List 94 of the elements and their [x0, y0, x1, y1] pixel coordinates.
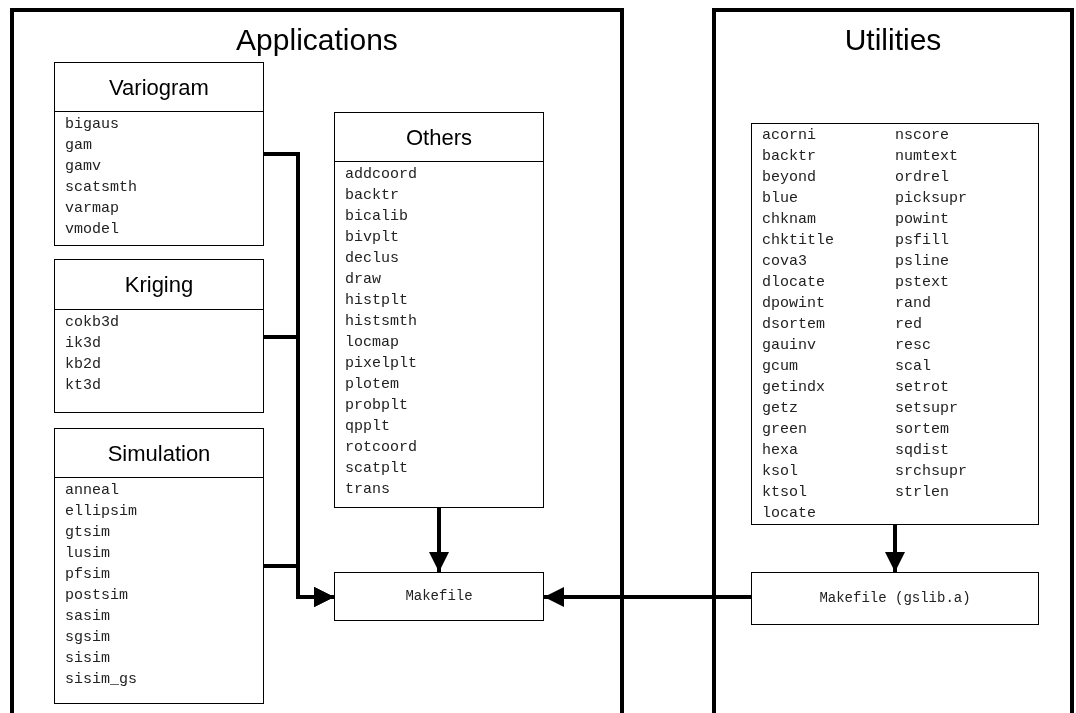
routine-name: resc [895, 336, 931, 356]
program-name: sgsim [65, 628, 110, 648]
program-name: varmap [65, 199, 119, 219]
program-name: pixelplt [345, 354, 417, 374]
program-name: cokb3d [65, 313, 119, 333]
module-box [54, 62, 264, 246]
panel-title: Utilities [844, 22, 942, 58]
routine-name: green [762, 420, 807, 440]
program-name: histplt [345, 291, 408, 311]
routine-name: picksupr [895, 189, 967, 209]
program-name: gamv [65, 157, 101, 177]
program-name: backtr [345, 186, 399, 206]
makefile-label: Makefile [405, 587, 473, 606]
routine-name: dlocate [762, 273, 825, 293]
module-box [54, 259, 264, 413]
program-name: bivplt [345, 228, 399, 248]
routine-name: psfill [895, 231, 949, 251]
program-name: qpplt [345, 417, 390, 437]
routine-name: acorni [762, 126, 816, 146]
program-name: plotem [345, 375, 399, 395]
program-name: kt3d [65, 376, 101, 396]
routine-name: locate [762, 504, 816, 524]
arrow [544, 587, 751, 607]
program-name: bigaus [65, 115, 119, 135]
routine-name: cova3 [762, 252, 807, 272]
routine-name: dpowint [762, 294, 825, 314]
routine-name: sortem [895, 420, 949, 440]
program-name: rotcoord [345, 438, 417, 458]
makefile-box [751, 572, 1039, 625]
routine-name: hexa [762, 441, 798, 461]
module-box [334, 112, 544, 508]
program-name: sisim_gs [65, 670, 137, 690]
routine-name: scal [895, 357, 931, 377]
program-name: ellipsim [65, 502, 137, 522]
program-name: trans [345, 480, 390, 500]
program-name: histsmth [345, 312, 417, 332]
program-name: sasim [65, 607, 110, 627]
program-name: declus [345, 249, 399, 269]
makefile-label: Makefile (gslib.a) [819, 589, 971, 608]
routine-name: pstext [895, 273, 949, 293]
routine-name: gcum [762, 357, 798, 377]
routine-name: sqdist [895, 441, 949, 461]
routine-name: dsortem [762, 315, 825, 335]
program-name: postsim [65, 586, 128, 606]
program-name: lusim [65, 544, 110, 564]
program-name: locmap [345, 333, 399, 353]
program-name: scatsmth [65, 178, 137, 198]
routine-name: ksol [762, 462, 798, 482]
utility-list-box [751, 123, 1039, 525]
program-name: scatplt [345, 459, 408, 479]
program-name: ik3d [65, 334, 101, 354]
routine-name: srchsupr [895, 462, 967, 482]
module-box [54, 428, 264, 704]
program-name: anneal [65, 481, 119, 501]
program-name: pfsim [65, 565, 110, 585]
routine-name: chknam [762, 210, 816, 230]
routine-name: nscore [895, 126, 949, 146]
program-name: addcoord [345, 165, 417, 185]
arrow [429, 508, 449, 572]
routine-name: setsupr [895, 399, 958, 419]
program-name: probplt [345, 396, 408, 416]
routine-name: beyond [762, 168, 816, 188]
routine-name: getz [762, 399, 798, 419]
program-name: draw [345, 270, 381, 290]
arrow [885, 525, 905, 572]
routine-name: ordrel [895, 168, 949, 188]
routine-name: getindx [762, 378, 825, 398]
box-heading: Kriging [124, 271, 194, 299]
program-name: gam [65, 136, 92, 156]
box-heading: Variogram [109, 73, 209, 102]
panel-title: Applications [236, 22, 398, 58]
routine-name: strlen [895, 483, 949, 503]
routine-name: backtr [762, 147, 816, 167]
routine-name: ktsol [762, 483, 807, 503]
program-name: kb2d [65, 355, 101, 375]
routine-name: psline [895, 252, 949, 272]
program-name: vmodel [65, 220, 119, 240]
makefile-box [334, 572, 544, 621]
program-name: gtsim [65, 523, 110, 543]
program-name: sisim [65, 649, 110, 669]
routine-name: gauinv [762, 336, 816, 356]
routine-name: red [895, 315, 922, 335]
group-panel [712, 8, 1074, 713]
routine-name: chktitle [762, 231, 834, 251]
box-heading: Simulation [107, 439, 211, 468]
routine-name: numtext [895, 147, 958, 167]
routine-name: blue [762, 189, 798, 209]
routine-name: powint [895, 210, 949, 230]
group-panel [10, 8, 624, 713]
routine-name: rand [895, 294, 931, 314]
box-heading: Others [406, 123, 472, 152]
program-name: bicalib [345, 207, 408, 227]
routine-name: setrot [895, 378, 949, 398]
arrow [264, 564, 334, 607]
